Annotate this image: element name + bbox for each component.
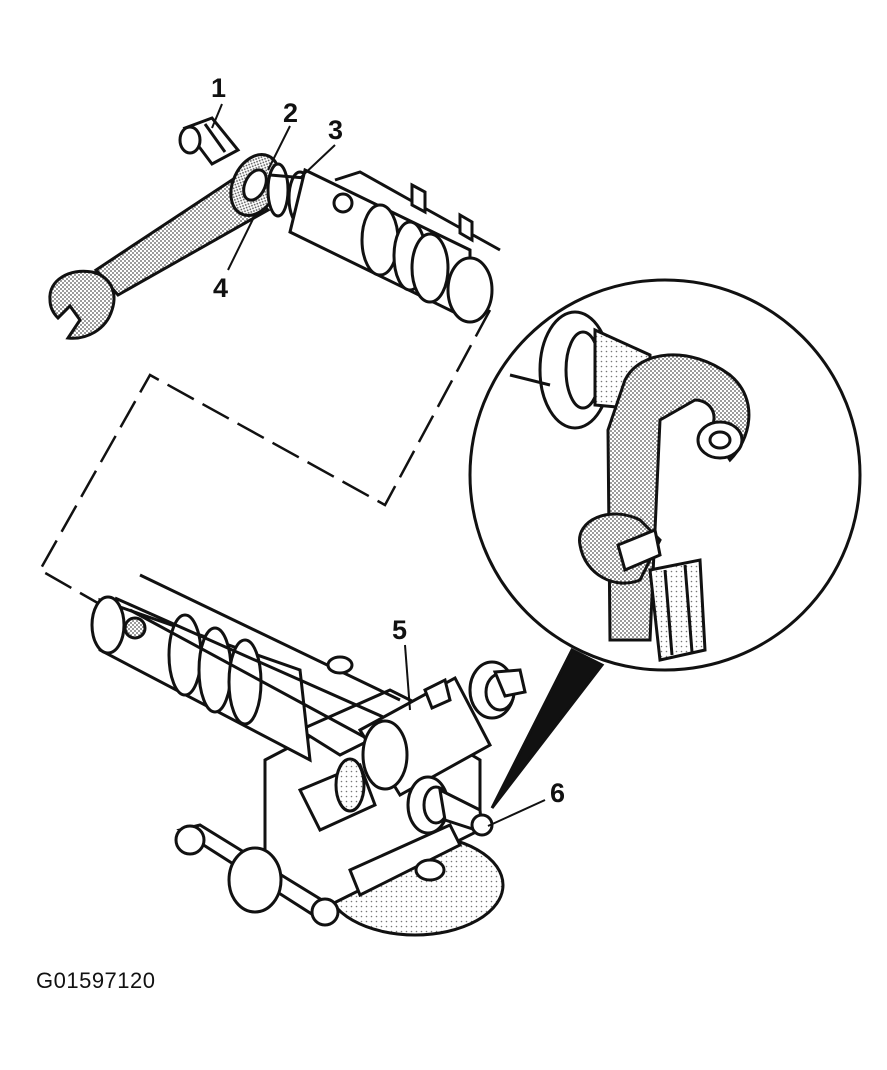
reference-line [38,309,492,612]
bench-vise [174,688,505,937]
tube-nut [178,116,241,166]
detail-magnifier [468,278,862,809]
callout-3: 3 [328,115,344,145]
top-assembly [48,116,501,340]
lower-assembly [90,573,527,937]
callout-4: 4 [213,273,229,303]
figure-id: G01597120 [36,968,156,993]
leader-lines [211,103,546,827]
steering-rack-lower [90,573,401,763]
open-end-wrench [48,153,281,340]
valve-housing [297,660,527,832]
callout-6: 6 [550,778,566,808]
callout-2: 2 [283,98,299,128]
steering-cylinder-top [288,167,501,324]
callout-1: 1 [211,73,227,103]
callout-5: 5 [392,615,408,645]
